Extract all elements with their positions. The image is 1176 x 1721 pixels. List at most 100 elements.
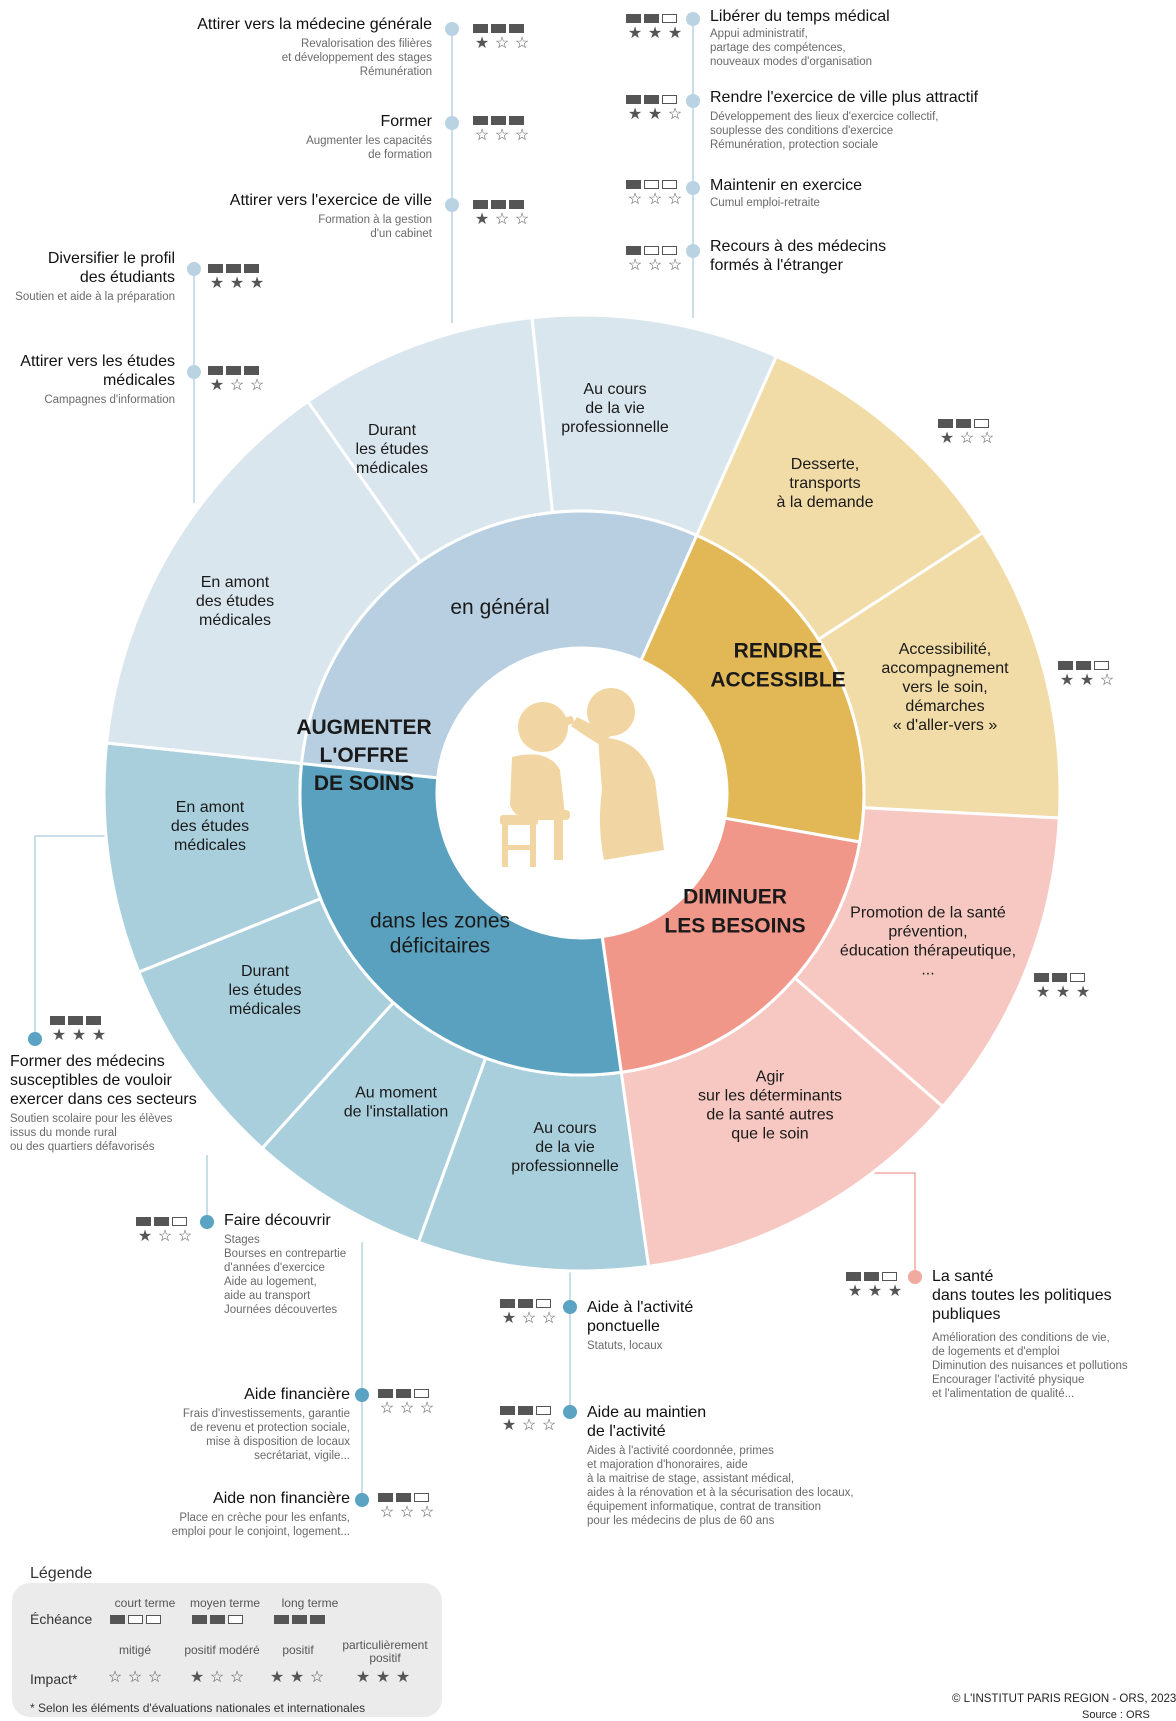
term-bar [208, 366, 223, 375]
term-bar [292, 1615, 307, 1624]
impact-stars: ☆☆☆ [378, 1505, 438, 1521]
annotation-title: Aide non financière [213, 1490, 350, 1507]
term-bars [938, 419, 998, 428]
term-bar [509, 24, 524, 33]
rating-diversifier-profil: ★★★ [208, 264, 268, 292]
term-bar [491, 200, 506, 209]
impact-stars: ★★★ [626, 26, 686, 42]
term-bar [1052, 973, 1067, 982]
legend-impact-positive-stars: ★★☆ [268, 1667, 328, 1686]
rating-recours-medecins-etrangers: ☆☆☆ [626, 246, 686, 274]
copyright: © L'INSTITUT PARIS REGION - ORS, 2023 [952, 1693, 1176, 1705]
filled-star-icon: ★ [395, 1669, 411, 1686]
filled-star-icon: ★ [269, 1669, 285, 1686]
impact-stars: ★☆☆ [473, 212, 533, 228]
legend: Échéance Impact* court terme moyen terme… [12, 1583, 442, 1717]
term-bar [518, 1299, 533, 1308]
legend-title: Légende [30, 1565, 93, 1582]
filled-star-icon: ★ [627, 25, 643, 42]
term-bars [626, 180, 686, 189]
empty-star-icon: ☆ [494, 35, 510, 52]
rating-promotion-sante: ★★★ [1034, 973, 1094, 1001]
annotation-title: Rendre l'exercice de ville plus attracti… [710, 89, 979, 106]
connector-line [852, 1172, 916, 1277]
term-bars [378, 1493, 438, 1502]
empty-star-icon: ☆ [494, 211, 510, 228]
annotation-description: Soutien scolaire pour les élèves issus d… [10, 1113, 173, 1153]
term-bar [50, 1016, 65, 1025]
empty-star-icon: ☆ [229, 1669, 245, 1686]
term-bars [192, 1615, 252, 1624]
rating-former: ☆☆☆ [473, 116, 533, 144]
term-bar [500, 1406, 515, 1415]
term-bar [644, 95, 659, 104]
legend-term-long-bars [274, 1615, 334, 1624]
annotation-title: Libérer du temps médical [710, 8, 890, 25]
annotation-aide-maintien-activite: Aide au maintien de l'activité Aides à l… [587, 1403, 897, 1528]
term-bar [1070, 973, 1085, 982]
term-bar [864, 1272, 879, 1281]
term-bar [378, 1389, 393, 1398]
legend-impact-positive: positif [282, 1643, 314, 1657]
empty-star-icon: ☆ [419, 1504, 435, 1521]
term-bar [974, 419, 989, 428]
term-bars [274, 1615, 334, 1624]
term-bar [473, 116, 488, 125]
empty-star-icon: ☆ [127, 1669, 143, 1686]
rating-sante-politiques-publiques: ★★★ [846, 1272, 906, 1300]
filled-star-icon: ★ [209, 275, 225, 292]
empty-star-icon: ☆ [379, 1400, 395, 1417]
filled-star-icon: ★ [474, 35, 490, 52]
empty-star-icon: ☆ [647, 191, 663, 208]
term-bar [136, 1217, 151, 1226]
term-bar [146, 1615, 161, 1624]
rating-aide-maintien-activite: ★☆☆ [500, 1406, 560, 1434]
annotation-description: Frais d'investissements, garantie de rev… [182, 1408, 350, 1462]
filled-star-icon: ★ [1055, 984, 1071, 1001]
term-bars [500, 1299, 560, 1308]
empty-star-icon: ☆ [107, 1669, 123, 1686]
empty-star-icon: ☆ [419, 1400, 435, 1417]
annotation-aide-non-financiere: Aide non financière Place en crèche pour… [110, 1489, 350, 1539]
connector-dot [686, 12, 700, 26]
term-bars [626, 14, 686, 23]
empty-star-icon: ☆ [667, 191, 683, 208]
impact-stars: ☆☆☆ [106, 1670, 166, 1686]
filled-star-icon: ★ [1075, 984, 1091, 1001]
empty-star-icon: ☆ [627, 257, 643, 274]
impact-stars: ★☆☆ [473, 36, 533, 52]
term-bars [50, 1016, 110, 1025]
annotation-title: Attirer vers l'exercice de ville [229, 192, 432, 209]
annotation-description: Soutien et aide à la préparation [15, 291, 175, 303]
annotation-description: Augmenter les capacités de formation [306, 135, 432, 161]
annotation-title: Former [380, 113, 432, 130]
empty-star-icon: ☆ [177, 1228, 193, 1245]
term-bar [473, 24, 488, 33]
filled-star-icon: ★ [355, 1669, 371, 1686]
empty-star-icon: ☆ [399, 1400, 415, 1417]
empty-star-icon: ☆ [541, 1417, 557, 1434]
impact-stars: ☆☆☆ [473, 128, 533, 144]
term-bar [172, 1217, 187, 1226]
filled-star-icon: ★ [867, 1283, 883, 1300]
legend-impact-mitigated-stars: ☆☆☆ [106, 1667, 166, 1686]
term-bar [536, 1406, 551, 1415]
filled-star-icon: ★ [887, 1283, 903, 1300]
filled-star-icon: ★ [229, 275, 245, 292]
filled-star-icon: ★ [501, 1417, 517, 1434]
rating-accessibilite: ★★☆ [1058, 661, 1118, 689]
impact-stars: ★★★ [354, 1670, 414, 1686]
empty-star-icon: ☆ [514, 35, 530, 52]
annotation-description: Formation à la gestion d'un cabinet [318, 214, 432, 240]
term-bar [68, 1016, 83, 1025]
rating-desserte: ★☆☆ [938, 419, 998, 447]
connector-dot [686, 94, 700, 108]
impact-stars: ★☆☆ [136, 1229, 196, 1245]
term-bar [226, 264, 241, 273]
annotation-description: Place en crèche pour les enfants, emploi… [171, 1512, 350, 1538]
empty-star-icon: ☆ [157, 1228, 173, 1245]
empty-star-icon: ☆ [667, 106, 683, 123]
empty-star-icon: ☆ [514, 127, 530, 144]
annotation-title: Attirer vers les études médicales [20, 353, 175, 389]
